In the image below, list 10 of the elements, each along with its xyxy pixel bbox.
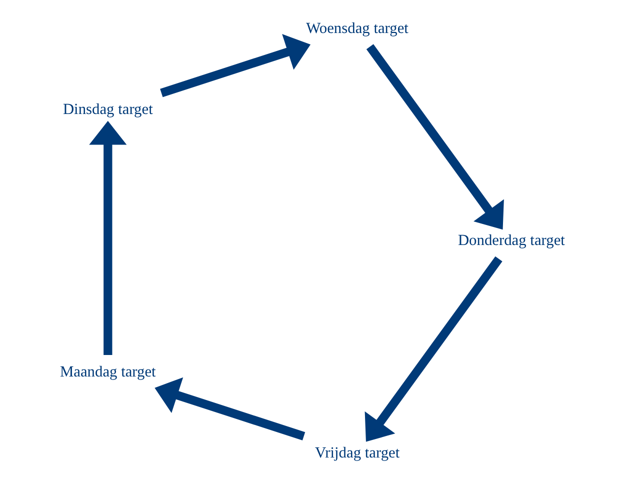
arrow	[154, 377, 306, 440]
arrow	[364, 256, 502, 442]
arrow	[89, 120, 127, 355]
arrow	[366, 44, 504, 230]
node-text: Maandag target	[60, 363, 156, 380]
arrow	[160, 34, 311, 98]
node-text: Woensdag target	[306, 20, 408, 37]
node-text: Vrijdag target	[314, 444, 400, 462]
node-text: Dinsdag target	[62, 101, 153, 118]
node-text: Donderdag target	[458, 232, 565, 250]
